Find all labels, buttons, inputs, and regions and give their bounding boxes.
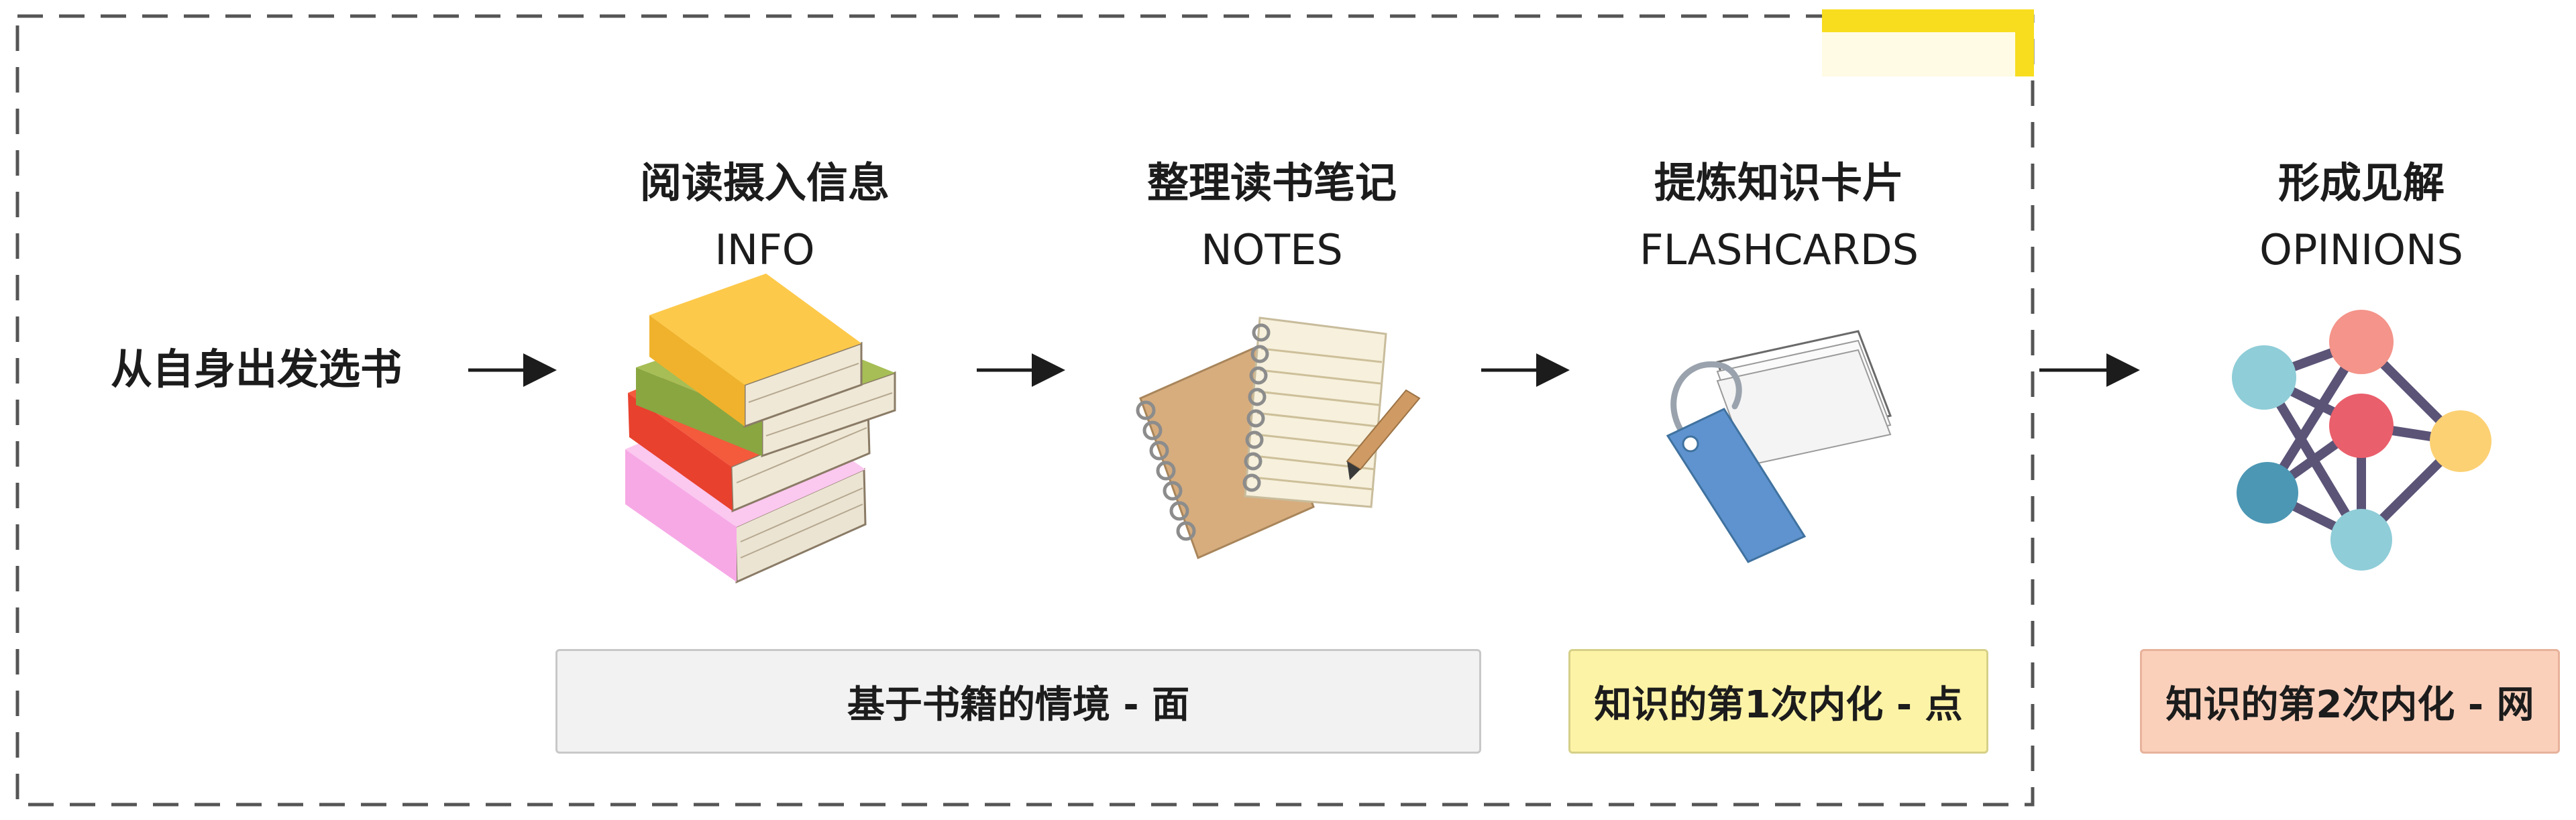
- second-internalization-network-box: 知识的第2次内化 - 网: [2140, 649, 2560, 754]
- first-internalization-point-box: 知识的第1次内化 - 点: [1568, 649, 1988, 754]
- network-graph-icon: [2232, 310, 2491, 571]
- stage-title-flashcards: 提炼知识卡片: [1654, 158, 1904, 207]
- stage-subtitle-opinions: OPINIONS: [2259, 225, 2463, 274]
- start-label: 从自身出发选书: [111, 345, 402, 394]
- flashcards-ring-icon: [1666, 330, 1892, 563]
- dashed-frame: [15, 14, 2035, 807]
- stage-title-notes: 整理读书笔记: [1147, 158, 1397, 207]
- context-surface-box: 基于书籍的情境 - 面: [555, 649, 1481, 754]
- stage-title-opinions: 形成见解: [2278, 158, 2445, 207]
- sticky-note: [1822, 9, 2034, 76]
- stack-of-books-icon: [625, 274, 896, 584]
- stage-subtitle-notes: NOTES: [1201, 225, 1343, 274]
- stage-title-info: 阅读摄入信息: [640, 158, 890, 207]
- stage-subtitle-flashcards: FLASHCARDS: [1640, 225, 1919, 274]
- stage-subtitle-info: INFO: [714, 225, 814, 274]
- notebook-pencil-icon: [1136, 316, 1421, 560]
